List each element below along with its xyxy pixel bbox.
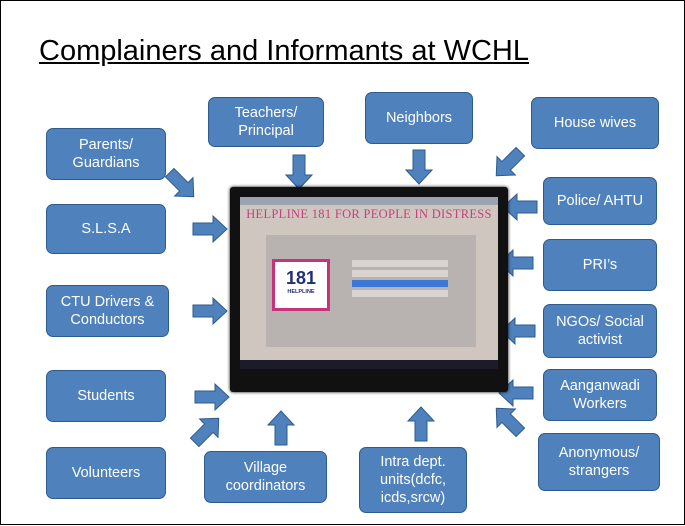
arrow-teachers	[285, 154, 313, 190]
box-slsa: S.L.S.A	[46, 204, 166, 254]
helpline-screen-photo: HELPLINE 181 FOR PEOPLE IN DISTRESS 181 …	[230, 187, 508, 392]
box-aanganwadi-workers: Aanganwadi Workers	[543, 369, 657, 421]
box-pris: PRI’s	[543, 239, 657, 291]
arrow-slsa	[192, 215, 228, 243]
arrow-students	[194, 383, 230, 411]
box-label: Intra dept. units(dcfc, icds,srcw)	[379, 454, 447, 506]
arrow-parents	[159, 162, 204, 207]
box-volunteers: Volunteers	[46, 447, 166, 499]
box-label: Students	[77, 388, 135, 404]
box-ctu-drivers: CTU Drivers & Conductors	[46, 285, 169, 337]
arrow-police	[502, 193, 538, 221]
box-teachers-principal: Teachers/ Principal	[208, 97, 324, 147]
box-students: Students	[46, 370, 166, 422]
box-parents-guardians: Parents/ Guardians	[46, 128, 166, 180]
screen-header: HELPLINE 181 FOR PEOPLE IN DISTRESS	[246, 207, 492, 221]
box-label: Village coordinators	[225, 460, 306, 494]
arrow-anonymous	[486, 398, 531, 443]
form-row-selected	[352, 280, 448, 287]
screen-titlebar	[240, 197, 498, 205]
monitor-screen: HELPLINE 181 FOR PEOPLE IN DISTRESS 181 …	[240, 197, 498, 369]
box-label: House wives	[553, 115, 637, 131]
box-police-ahtu: Police/ AHTU	[543, 177, 657, 225]
login-panel: 181 HELPLINE	[266, 235, 476, 347]
box-intra-dept-units: Intra dept. units(dcfc, icds,srcw)	[359, 447, 467, 513]
form-row	[352, 260, 448, 267]
arrow-village	[267, 410, 295, 446]
box-ngos-social-activist: NGOs/ Social activist	[543, 304, 657, 358]
arrow-ctu	[192, 297, 228, 325]
box-label: Volunteers	[71, 465, 141, 481]
box-label: CTU Drivers & Conductors	[60, 294, 155, 328]
logo-number: 181	[285, 268, 317, 288]
helpline-181-logo: 181 HELPLINE	[272, 259, 330, 311]
arrow-neighbors	[405, 149, 433, 185]
arrow-intra	[407, 406, 435, 442]
box-village-coordinators: Village coordinators	[204, 451, 327, 503]
arrow-house-wives	[486, 141, 531, 186]
box-anonymous-strangers: Anonymous/ strangers	[538, 433, 660, 491]
box-label: Teachers/ Principal	[234, 105, 298, 139]
screen-taskbar	[240, 360, 498, 369]
box-neighbors: Neighbors	[365, 92, 473, 144]
slide-title: Complainers and Informants at WCHL	[39, 35, 529, 67]
box-label: NGOs/ Social activist	[556, 314, 644, 348]
box-house-wives: House wives	[531, 97, 659, 149]
box-label: Aanganwadi Workers	[560, 378, 640, 412]
box-label: PRI’s	[582, 257, 618, 273]
arrow-volunteers	[184, 408, 229, 453]
box-label: Neighbors	[385, 110, 453, 126]
box-label: Parents/ Guardians	[72, 137, 140, 171]
login-form	[352, 260, 448, 310]
logo-text: HELPLINE	[287, 289, 315, 295]
form-row	[352, 290, 448, 297]
box-label: Anonymous/ strangers	[558, 445, 640, 479]
box-label: Police/ AHTU	[556, 193, 644, 209]
form-row	[352, 270, 448, 277]
box-label: S.L.S.A	[81, 221, 131, 237]
